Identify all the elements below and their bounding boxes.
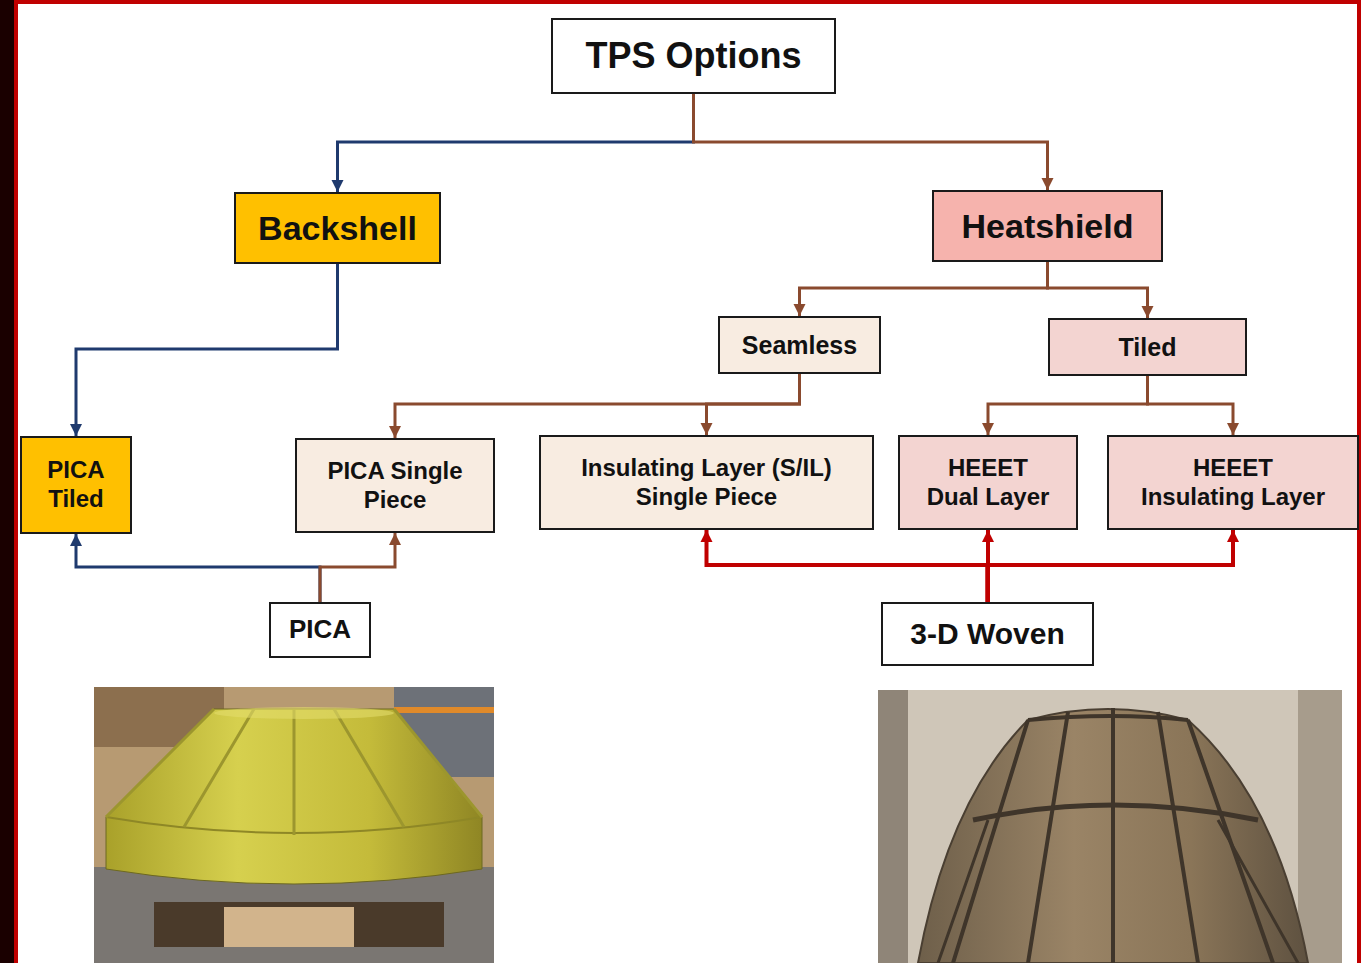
tree-connector bbox=[694, 94, 1048, 190]
material-box: PICA bbox=[269, 602, 371, 658]
tree-connector bbox=[707, 530, 988, 602]
node-label: 3-D Woven bbox=[910, 616, 1064, 652]
tree-connector bbox=[988, 530, 1234, 602]
option-box: PICA Tiled bbox=[20, 436, 132, 534]
node-label: PICA Tiled bbox=[36, 456, 116, 514]
node-label: Insulating Layer (S/IL) Single Piece bbox=[551, 454, 862, 512]
node-label: TPS Options bbox=[586, 34, 802, 77]
category-box: Backshell bbox=[234, 192, 441, 264]
node-label: PICA Single Piece bbox=[307, 457, 483, 515]
tree-connector bbox=[338, 94, 694, 192]
option-box: Insulating Layer (S/IL) Single Piece bbox=[539, 435, 874, 530]
tree-connector bbox=[76, 264, 338, 436]
option-box: HEEET Dual Layer bbox=[898, 435, 1078, 530]
node-label: Backshell bbox=[258, 208, 417, 249]
root-box: TPS Options bbox=[551, 18, 836, 94]
tree-connector bbox=[1148, 376, 1234, 435]
node-label: Heatshield bbox=[962, 206, 1134, 247]
tree-connector bbox=[76, 534, 320, 602]
backshell-photo bbox=[94, 687, 494, 963]
node-label: HEEET Insulating Layer bbox=[1138, 454, 1328, 512]
subcategory-box: Tiled bbox=[1048, 318, 1247, 376]
tree-connector bbox=[1048, 262, 1148, 318]
node-label: PICA bbox=[289, 614, 351, 645]
node-label: Seamless bbox=[742, 330, 857, 360]
tree-connector bbox=[800, 262, 1048, 316]
heatshield-photo bbox=[878, 690, 1342, 963]
subcategory-box: Seamless bbox=[718, 316, 881, 374]
option-box: HEEET Insulating Layer bbox=[1107, 435, 1359, 530]
option-box: PICA Single Piece bbox=[295, 438, 495, 533]
material-box: 3-D Woven bbox=[881, 602, 1094, 666]
category-box: Heatshield bbox=[932, 190, 1163, 262]
tree-connector bbox=[320, 533, 395, 602]
tree-connector bbox=[988, 376, 1148, 435]
node-label: HEEET Dual Layer bbox=[923, 454, 1053, 512]
tree-connector bbox=[707, 374, 800, 435]
node-label: Tiled bbox=[1119, 332, 1177, 362]
tree-connector bbox=[395, 374, 800, 438]
